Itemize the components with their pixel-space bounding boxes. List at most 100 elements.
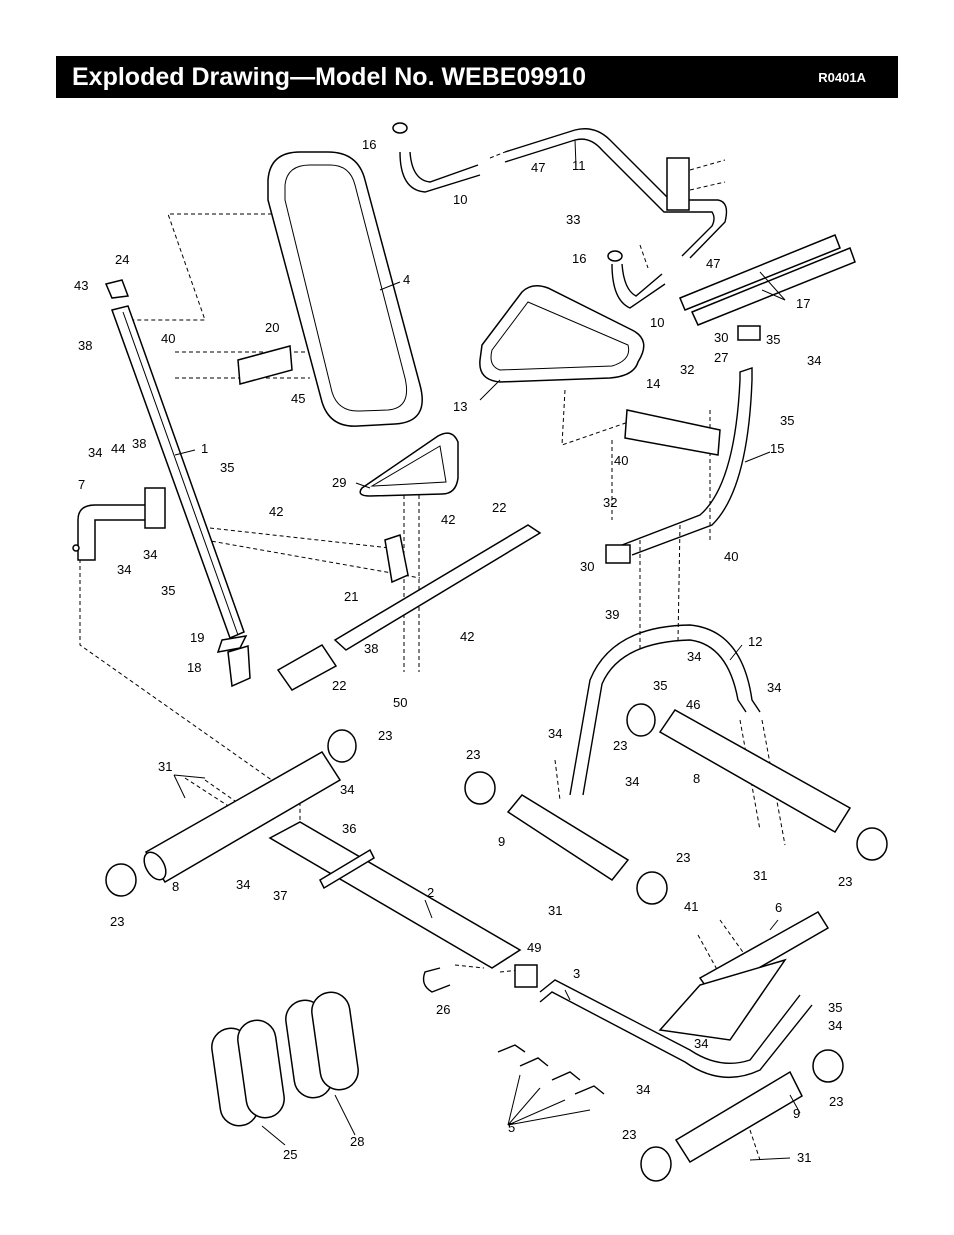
callout-34i: 34 bbox=[340, 782, 354, 797]
rear-arch bbox=[569, 624, 761, 796]
callout-2: 2 bbox=[427, 885, 434, 900]
callout-34a: 34 bbox=[88, 445, 102, 460]
callout-16b: 16 bbox=[572, 251, 586, 266]
callout-50: 50 bbox=[393, 695, 407, 710]
callout-14: 14 bbox=[646, 376, 660, 391]
callout-31c: 31 bbox=[548, 903, 562, 918]
callout-23h: 23 bbox=[622, 1127, 636, 1142]
clips bbox=[422, 967, 605, 1095]
callout-23b: 23 bbox=[466, 747, 480, 762]
callout-23c: 23 bbox=[613, 738, 627, 753]
callout-22a: 22 bbox=[492, 500, 506, 515]
frame-9-bottom bbox=[640, 1049, 844, 1182]
callout-34g: 34 bbox=[548, 726, 562, 741]
callout-35a: 35 bbox=[220, 460, 234, 475]
callout-35d: 35 bbox=[780, 413, 794, 428]
callout-19: 19 bbox=[190, 630, 204, 645]
callout-34h: 34 bbox=[625, 774, 639, 789]
callout-47a: 47 bbox=[531, 160, 545, 175]
drawing-code: R0401A bbox=[818, 70, 866, 85]
upright-post bbox=[104, 279, 251, 688]
callout-27: 27 bbox=[714, 350, 728, 365]
callout-8b: 8 bbox=[693, 771, 700, 786]
callout-31a: 31 bbox=[158, 759, 172, 774]
callout-8a: 8 bbox=[172, 879, 179, 894]
callout-23g: 23 bbox=[829, 1094, 843, 1109]
callout-31d: 31 bbox=[797, 1150, 811, 1165]
callout-34e: 34 bbox=[687, 649, 701, 664]
callout-37: 37 bbox=[273, 888, 287, 903]
callout-35f: 35 bbox=[828, 1000, 842, 1015]
callout-40a: 40 bbox=[161, 331, 175, 346]
callout-42a: 42 bbox=[269, 504, 283, 519]
callout-34b: 34 bbox=[117, 562, 131, 577]
page-title: Exploded Drawing—Model No. WEBE09910 bbox=[72, 63, 586, 91]
callout-30b: 30 bbox=[580, 559, 594, 574]
callout-33: 33 bbox=[566, 212, 580, 227]
callout-18: 18 bbox=[187, 660, 201, 675]
callout-35e: 35 bbox=[653, 678, 667, 693]
callout-49: 49 bbox=[527, 940, 541, 955]
callout-36: 36 bbox=[342, 821, 356, 836]
callout-42b: 42 bbox=[441, 512, 455, 527]
weight-plates bbox=[211, 991, 359, 1127]
callout-35b: 35 bbox=[161, 583, 175, 598]
callout-47b: 47 bbox=[706, 256, 720, 271]
callout-11: 11 bbox=[572, 158, 586, 173]
callout-38b: 38 bbox=[132, 436, 146, 451]
leader-lines bbox=[173, 139, 801, 1161]
upper-arm-frame bbox=[392, 122, 728, 309]
callout-34k: 34 bbox=[828, 1018, 842, 1033]
leg-hold bbox=[72, 487, 166, 561]
callout-17: 17 bbox=[796, 296, 810, 311]
callout-32a: 32 bbox=[680, 362, 694, 377]
leg-crossbar bbox=[276, 524, 542, 691]
callout-34j: 34 bbox=[236, 877, 250, 892]
seat-pad bbox=[479, 285, 645, 383]
foot-plate bbox=[658, 910, 830, 1041]
callout-34c: 34 bbox=[143, 547, 157, 562]
callout-9b: 9 bbox=[793, 1106, 800, 1121]
callout-41: 41 bbox=[684, 899, 698, 914]
small-seat bbox=[359, 432, 459, 497]
callout-43: 43 bbox=[74, 278, 88, 293]
callout-23a: 23 bbox=[378, 728, 392, 743]
callout-10a: 10 bbox=[453, 192, 467, 207]
back-pad bbox=[267, 151, 423, 427]
callout-34m: 34 bbox=[636, 1082, 650, 1097]
callout-21: 21 bbox=[344, 589, 358, 604]
callout-40c: 40 bbox=[724, 549, 738, 564]
callout-34f: 34 bbox=[767, 680, 781, 695]
callout-9a: 9 bbox=[498, 834, 505, 849]
frame-9-center bbox=[464, 771, 668, 905]
callout-30a: 30 bbox=[714, 330, 728, 345]
callout-38a: 38 bbox=[78, 338, 92, 353]
assembly-lines bbox=[79, 151, 786, 1161]
callout-24: 24 bbox=[115, 252, 129, 267]
back-bracket bbox=[237, 345, 293, 385]
callout-13: 13 bbox=[453, 399, 467, 414]
frame-8-left bbox=[105, 729, 357, 897]
callout-42c: 42 bbox=[460, 629, 474, 644]
callout-26: 26 bbox=[436, 1002, 450, 1017]
callout-20: 20 bbox=[265, 320, 279, 335]
callout-16a: 16 bbox=[362, 137, 376, 152]
callout-23f: 23 bbox=[838, 874, 852, 889]
callout-40b: 40 bbox=[614, 453, 628, 468]
callout-5: 5 bbox=[508, 1120, 515, 1135]
title-bar: Exploded Drawing—Model No. WEBE09910 R04… bbox=[56, 56, 898, 98]
callout-15: 15 bbox=[770, 441, 784, 456]
callout-35c: 35 bbox=[766, 332, 780, 347]
main-rail bbox=[268, 821, 538, 988]
callout-44: 44 bbox=[111, 441, 125, 456]
callout-12: 12 bbox=[748, 634, 762, 649]
callout-31b: 31 bbox=[753, 868, 767, 883]
callout-6: 6 bbox=[775, 900, 782, 915]
callout-10b: 10 bbox=[650, 315, 664, 330]
callout-38c: 38 bbox=[364, 641, 378, 656]
callout-22b: 22 bbox=[332, 678, 346, 693]
callout-34l: 34 bbox=[694, 1036, 708, 1051]
callout-25: 25 bbox=[283, 1147, 297, 1162]
callout-7: 7 bbox=[78, 477, 85, 492]
